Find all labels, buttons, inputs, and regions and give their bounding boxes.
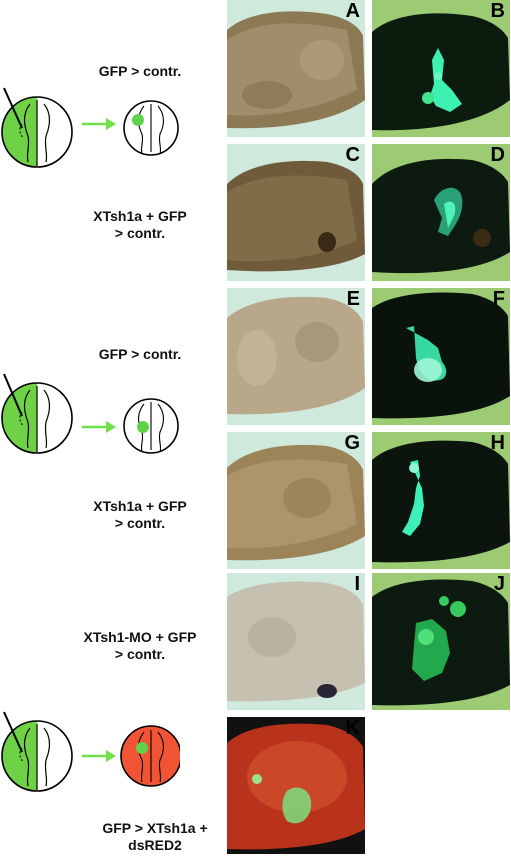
panel-label-H: H xyxy=(490,432,505,454)
caption-row5-line1: XTsh1-MO + GFP xyxy=(83,629,197,645)
schematic-graft-dsred xyxy=(1,711,180,792)
panel-label-F: F xyxy=(492,288,505,310)
panel-label-B: B xyxy=(490,0,505,22)
panel-K-merged: K xyxy=(227,717,365,854)
caption-row6-line1: GFP > XTsh1a + xyxy=(102,820,208,836)
caption-row4-line2: > contr. xyxy=(114,515,166,531)
caption-row6-line2: dsRED2 xyxy=(128,837,182,853)
caption-row1-line1: GFP > contr. xyxy=(98,63,182,79)
caption-row2-line2: > contr. xyxy=(114,225,166,241)
panel-A-brightfield: A xyxy=(227,0,365,137)
panel-label-I: I xyxy=(354,573,360,595)
caption-row4: XTsh1a + GFP > contr. xyxy=(55,498,225,532)
panel-J-fluorescence: J xyxy=(372,573,510,710)
panel-D-fluorescence: D xyxy=(372,144,510,281)
panel-C-brightfield: C xyxy=(227,144,365,281)
caption-row6: GFP > XTsh1a + dsRED2 xyxy=(80,820,230,854)
panel-I-brightfield: I xyxy=(227,573,365,710)
panel-label-D: D xyxy=(490,144,505,166)
caption-row3: GFP > contr. xyxy=(55,346,225,363)
panel-label-K: K xyxy=(345,717,360,739)
caption-row2: XTsh1a + GFP > contr. xyxy=(55,208,225,242)
graft-dot-2 xyxy=(137,421,149,433)
caption-row5-line2: > contr. xyxy=(114,646,166,662)
schematic-graft-dorsal xyxy=(1,87,179,168)
panel-label-G: G xyxy=(344,432,360,454)
panel-F-fluorescence: F xyxy=(372,288,510,425)
panel-G-brightfield: G xyxy=(227,432,365,569)
caption-row2-line1: XTsh1a + GFP xyxy=(93,208,187,224)
caption-row1: GFP > contr. xyxy=(55,63,225,80)
schematic-graft-ventral xyxy=(1,373,179,454)
panel-E-brightfield: E xyxy=(227,288,365,425)
panel-label-C: C xyxy=(345,144,360,166)
panel-label-A: A xyxy=(345,0,360,22)
panel-B-fluorescence: B xyxy=(372,0,510,137)
panel-H-fluorescence: H xyxy=(372,432,510,569)
graft-dot-1 xyxy=(132,114,144,126)
graft-dot-3 xyxy=(136,742,148,754)
panel-label-E: E xyxy=(346,288,360,310)
caption-row3-line1: GFP > contr. xyxy=(98,346,182,362)
caption-row5: XTsh1-MO + GFP > contr. xyxy=(55,629,225,663)
panel-label-J: J xyxy=(493,573,505,595)
caption-row4-line1: XTsh1a + GFP xyxy=(93,498,187,514)
